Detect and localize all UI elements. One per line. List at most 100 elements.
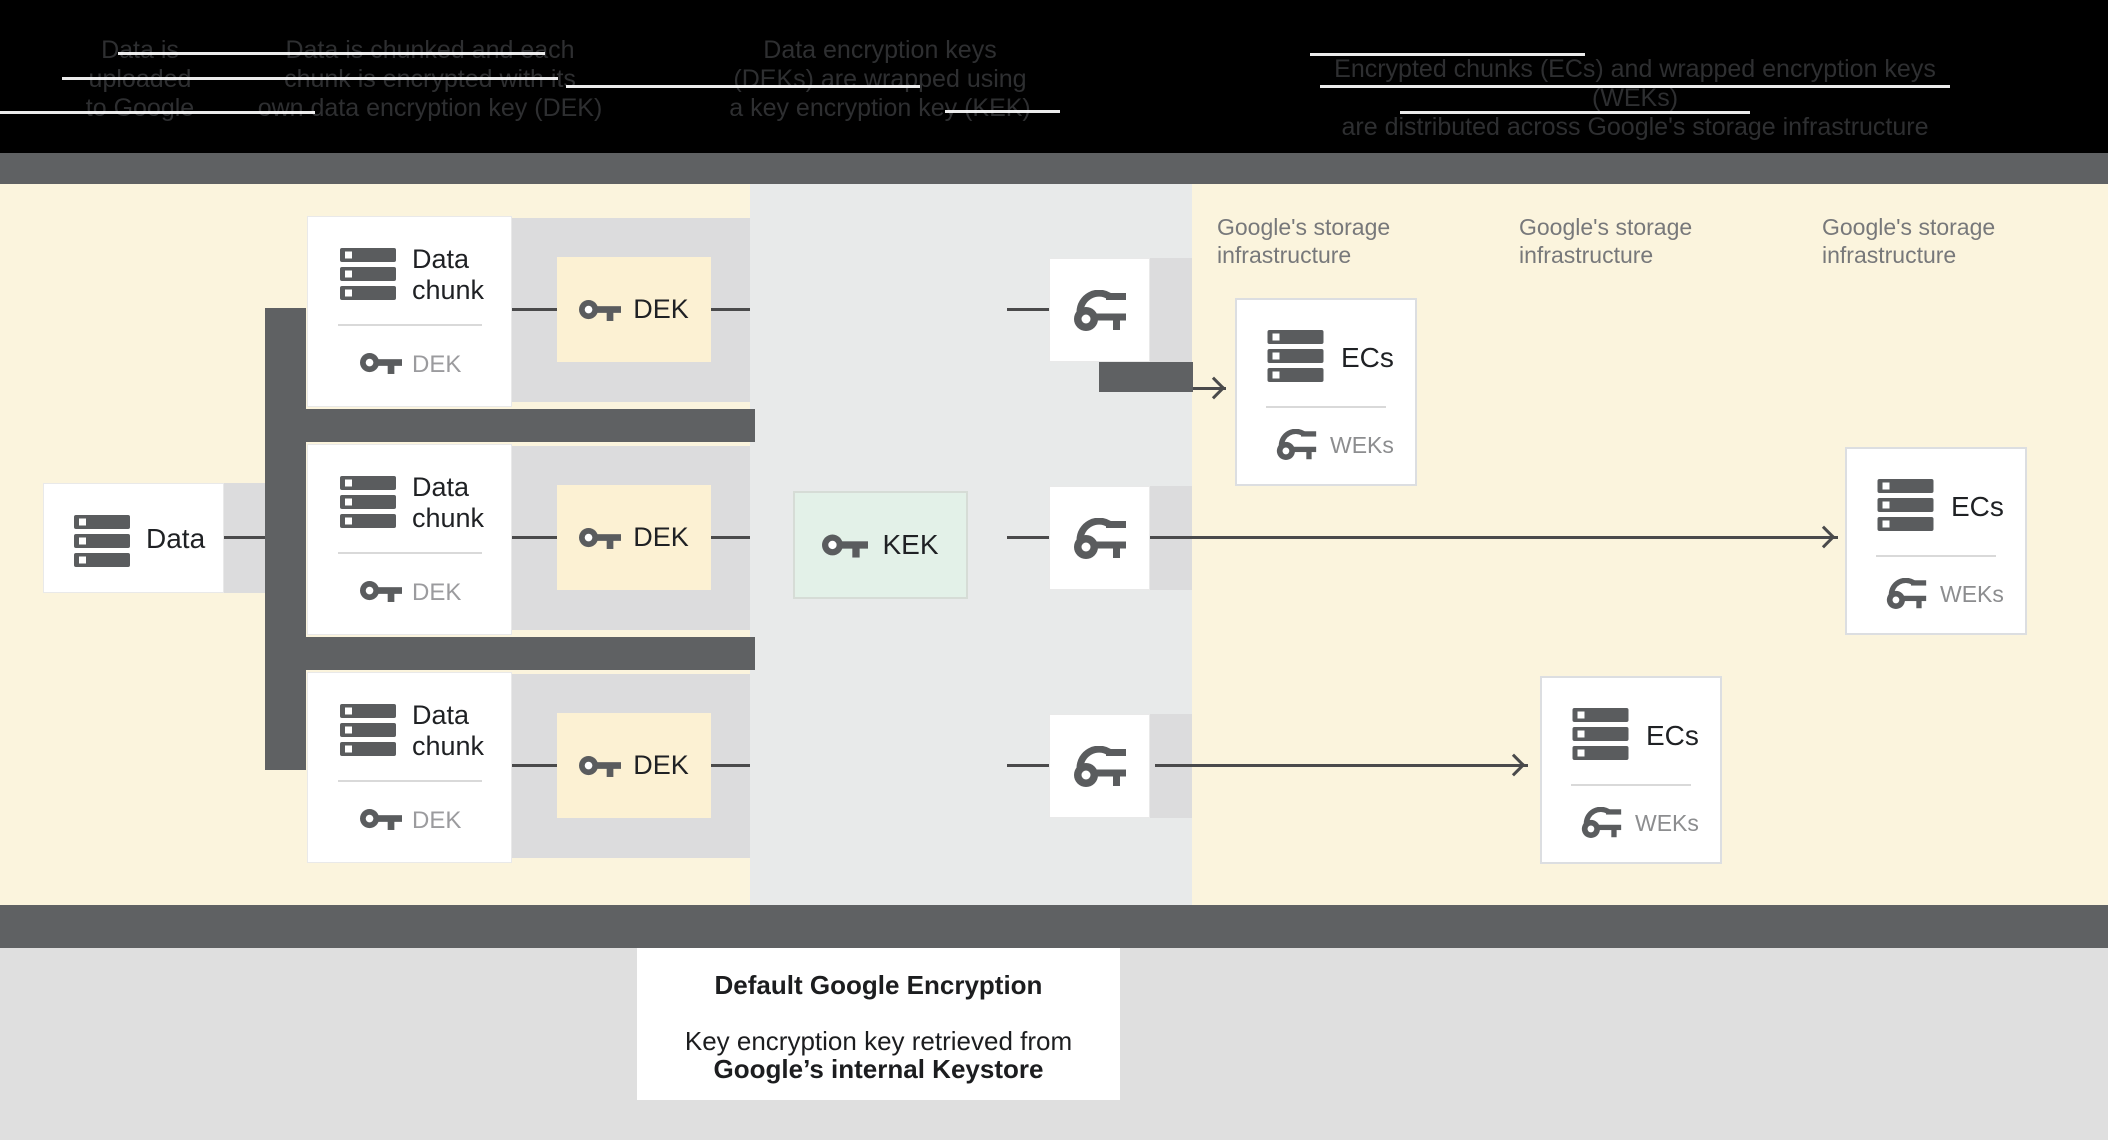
dek-box-label: DEK	[633, 522, 689, 552]
kek-box-label: KEK	[882, 529, 939, 560]
wrapped-key-icon	[1581, 807, 1622, 838]
kek-to-wrap-line	[1007, 536, 1049, 539]
caption-body-line-1: Key encryption key retrieved from	[684, 1026, 1073, 1056]
header-steps: Data is uploaded to Google Data is chunk…	[0, 0, 2108, 153]
dek-to-panel-line	[711, 308, 750, 311]
data-chunk-title-line-2: chunk	[412, 503, 485, 533]
storage-label-line-1: Google's storage	[1217, 214, 1391, 240]
key-icon	[360, 808, 402, 830]
dek-box: DEK	[557, 713, 711, 818]
key-icon	[579, 755, 622, 777]
header-glitch-line	[62, 77, 558, 80]
ecs-weks-label: WEKs	[1635, 810, 1699, 836]
storage-label-line-1: Google's storage	[1519, 214, 1693, 240]
stack-icon	[1267, 330, 1324, 382]
step-3-line-2: (DEKs) are wrapped using	[733, 65, 1027, 93]
ecs-divider	[1876, 555, 1996, 557]
storage-label-line-2: infrastructure	[1822, 242, 1957, 268]
chunk-divider-bar-1	[265, 409, 755, 442]
chunk-divider-bar-2	[265, 637, 755, 670]
dek-to-panel-line	[711, 536, 750, 539]
step-1-line-3: to Google	[85, 94, 195, 122]
data-chunk-title: Data chunk	[412, 244, 484, 306]
storage-infrastructure-label: Google's storage infrastructure	[1217, 213, 1447, 269]
wrapped-key-box	[1049, 714, 1150, 818]
stack-icon	[340, 476, 396, 528]
header-glitch-line	[1400, 111, 1750, 114]
step-3-line-3: a key encryption key (KEK)	[729, 94, 1031, 122]
ecs-weks-label: WEKs	[1330, 432, 1394, 458]
kek-to-wrap-line	[1007, 308, 1049, 311]
stack-icon	[340, 704, 396, 756]
data-chunk-box: Data chunk DEK	[307, 216, 512, 407]
dek-to-panel-line	[711, 764, 750, 767]
data-box-label: Data	[146, 523, 206, 554]
dek-box: DEK	[557, 485, 711, 590]
chunk-dek-label: DEK	[412, 807, 462, 834]
stack-icon	[74, 515, 130, 567]
storage-label-line-2: infrastructure	[1217, 242, 1352, 268]
caption-body-line-2: Google’s internal Keystore	[713, 1054, 1044, 1084]
data-chunk-title-line-2: chunk	[412, 731, 485, 761]
data-chunk-title: Data chunk	[412, 700, 484, 762]
storage-label-line-2: infrastructure	[1519, 242, 1654, 268]
data-chunk-title: Data chunk	[412, 472, 484, 534]
storage-infrastructure-label: Google's storage infrastructure	[1822, 213, 2052, 269]
dek-box: DEK	[557, 257, 711, 362]
step-4-text: Encrypted chunks (ECs) and wrapped encry…	[1305, 55, 1965, 142]
wrapped-key-box	[1049, 486, 1150, 590]
chunk-to-dek-line	[512, 764, 557, 767]
chunk-divider	[338, 324, 482, 326]
stack-icon	[1877, 479, 1934, 531]
ecs-box: ECs WEKs	[1540, 676, 1722, 864]
distribution-bar	[1099, 362, 1193, 392]
wrapped-key-box	[1049, 258, 1150, 362]
caption-box: Default Google Encryption Key encryption…	[637, 948, 1120, 1100]
step-2-line-3: own data encryption key (DEK)	[257, 94, 603, 122]
chunk-divider	[338, 780, 482, 782]
chunk-dek-label: DEK	[412, 579, 462, 606]
data-chunk-box: Data chunk DEK	[307, 672, 512, 863]
dek-box-label: DEK	[633, 750, 689, 780]
chunk-dek-label: DEK	[412, 351, 462, 378]
wrapped-key-icon	[1073, 518, 1127, 559]
ecs-box: ECs WEKs	[1845, 447, 2027, 635]
chunk-divider	[338, 552, 482, 554]
chunk-to-dek-line	[512, 536, 557, 539]
ecs-box-label: ECs	[1341, 342, 1394, 373]
caption-title: Default Google Encryption	[714, 970, 1043, 1000]
step-1-line-1: Data is	[101, 36, 179, 64]
ecs-divider	[1266, 406, 1386, 408]
step-4-line-1: Encrypted chunks (ECs) and wrapped encry…	[1334, 55, 1936, 112]
bottom-separator-bar	[0, 905, 2108, 948]
header-glitch-line	[118, 52, 545, 55]
data-chunk-title-line-1: Data	[412, 700, 470, 730]
data-box: Data	[43, 483, 224, 593]
header-glitch-line	[945, 110, 1060, 113]
kek-to-wrap-line	[1007, 764, 1049, 767]
dek-box-label: DEK	[633, 294, 689, 324]
header-glitch-line	[1320, 85, 1950, 88]
chunk-to-dek-line	[512, 308, 557, 311]
header-glitch-line	[566, 85, 920, 88]
step-2-line-1: Data is chunked and each	[285, 36, 575, 64]
key-icon	[822, 534, 869, 558]
wrapped-key-icon	[1073, 290, 1127, 331]
key-icon	[360, 352, 402, 374]
wrap-band	[1150, 258, 1192, 362]
data-chunk-title-line-2: chunk	[412, 275, 485, 305]
step-3-line-1: Data encryption keys	[763, 36, 997, 64]
data-chunk-box: Data chunk DEK	[307, 444, 512, 635]
stack-icon	[1572, 708, 1629, 760]
storage-label-line-1: Google's storage	[1822, 214, 1996, 240]
header-glitch-line	[1310, 53, 1585, 56]
data-chunk-title-line-1: Data	[412, 244, 470, 274]
storage-infrastructure-label: Google's storage infrastructure	[1519, 213, 1749, 269]
arrow-to-ecs-3	[1155, 764, 1528, 767]
ecs-box-label: ECs	[1646, 720, 1699, 751]
step-4-line-2: are distributed across Google's storage …	[1341, 113, 1929, 141]
ecs-divider	[1571, 784, 1691, 786]
key-icon	[579, 299, 622, 321]
step-3-text: Data encryption keys (DEKs) are wrapped …	[725, 36, 1035, 123]
